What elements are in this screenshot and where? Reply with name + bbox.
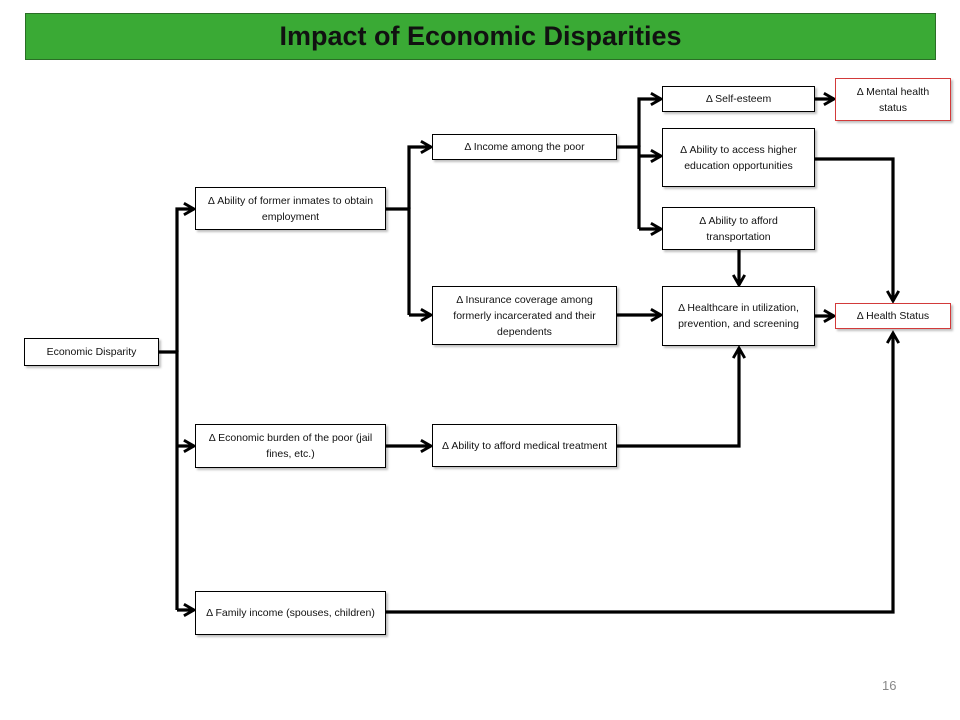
node-income-poor-label: Δ Income among the poor [464, 141, 585, 153]
node-healthcare: Δ Healthcare in utilization, prevention,… [662, 286, 815, 346]
node-health-status: Δ Health Status [835, 303, 951, 329]
title-banner: Impact of Economic Disparities [25, 13, 936, 60]
connector-income-trunk [616, 145, 641, 229]
node-insurance-coverage-label: Δ Insurance coverage among formerly inca… [453, 293, 596, 338]
node-afford-transportation: Δ Ability to afford transportation [662, 207, 815, 250]
connector-family-income-to-health-status [385, 330, 901, 614]
connector-employment-trunk [385, 207, 411, 315]
node-healthcare-label: Δ Healthcare in utilization, prevention,… [678, 302, 799, 330]
node-self-esteem-label: Δ Self-esteem [705, 93, 772, 105]
node-afford-medical: Δ Ability to afford medical treatment [432, 424, 617, 467]
node-mental-health-label: Δ Mental health status [856, 85, 930, 114]
connector-medical-to-healthcare [616, 345, 747, 448]
node-economic-disparity: Economic Disparity [24, 338, 159, 366]
connector-to-income-poor [407, 139, 434, 209]
node-economic-burden: Δ Economic burden of the poor (jail fine… [195, 424, 386, 468]
node-afford-transportation-label: Δ Ability to afford transportation [699, 214, 778, 243]
node-insurance-coverage: Δ Insurance coverage among formerly inca… [432, 286, 617, 345]
page-number: 16 [882, 678, 897, 693]
connector-disparity-trunk [158, 350, 179, 610]
connector-to-employment [175, 201, 197, 352]
node-family-income-label: Δ Family income (spouses, children) [206, 607, 375, 619]
page-title: Impact of Economic Disparities [279, 21, 682, 51]
node-economic-disparity-label: Economic Disparity [46, 346, 137, 358]
node-mental-health: Δ Mental health status [835, 78, 951, 121]
node-income-poor: Δ Income among the poor [432, 134, 617, 160]
node-family-income: Δ Family income (spouses, children) [195, 591, 386, 635]
node-self-esteem: Δ Self-esteem [662, 86, 815, 112]
connector-education-to-health-status [814, 157, 901, 304]
node-afford-medical-label: Δ Ability to afford medical treatment [442, 439, 607, 452]
node-ability-employment-label: Δ Ability of former inmates to obtain em… [207, 194, 374, 223]
node-health-status-label: Δ Health Status [856, 310, 930, 322]
node-higher-education: Δ Ability to access higher education opp… [662, 128, 815, 187]
connector-to-self-esteem [637, 91, 664, 147]
node-economic-burden-label: Δ Economic burden of the poor (jail fine… [208, 432, 373, 460]
node-higher-education-label: Δ Ability to access higher education opp… [680, 143, 797, 172]
node-ability-employment: Δ Ability of former inmates to obtain em… [195, 187, 386, 230]
